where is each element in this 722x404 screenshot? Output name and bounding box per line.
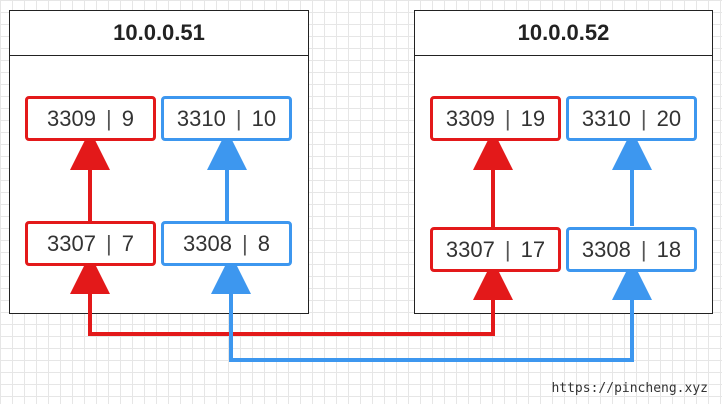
host-title-2: 10.0.0.52 [415, 11, 712, 56]
watermark-url: https://pincheng.xyz [551, 381, 708, 396]
node-h2-3309: 3309|19 [430, 96, 561, 141]
node-h1-3307: 3307|7 [25, 221, 156, 266]
node-h1-3308: 3308|8 [161, 221, 292, 266]
node-h2-3308: 3308|18 [566, 227, 697, 272]
arrow-cross-blue [229, 260, 652, 362]
host-title-1: 10.0.0.51 [10, 11, 308, 56]
node-h2-3307: 3307|17 [430, 227, 561, 272]
node-h1-3309: 3309|9 [25, 96, 156, 141]
arrow-cross-red [88, 260, 513, 336]
node-h1-3310: 3310|10 [161, 96, 292, 141]
node-h2-3310: 3310|20 [566, 96, 697, 141]
